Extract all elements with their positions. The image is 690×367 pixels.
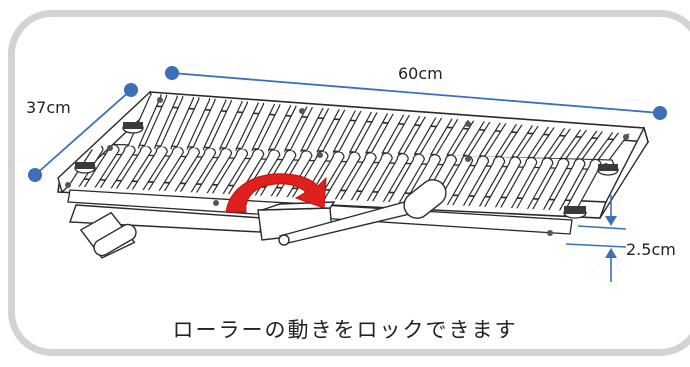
rotation-arrow-icon (225, 173, 327, 213)
dimension-width (165, 66, 667, 120)
height-label: 2.5cm (626, 240, 676, 259)
lock-handle (69, 179, 447, 259)
roller-conveyor-product (57, 90, 650, 259)
width-label: 60cm (398, 64, 443, 83)
caption-text: ローラーの動きをロックできます (172, 318, 518, 342)
depth-label: 37cm (26, 98, 71, 117)
feet (74, 122, 619, 219)
dimension-height (565, 195, 627, 282)
dimension-depth (28, 83, 138, 182)
rail-screws (65, 97, 629, 236)
roller (563, 158, 602, 212)
